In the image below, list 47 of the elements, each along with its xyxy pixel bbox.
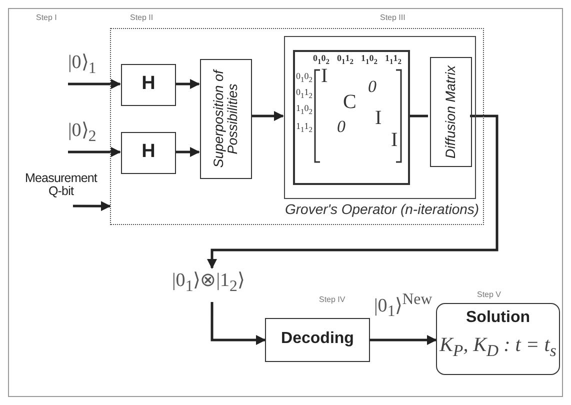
state-label: |0⟩$_{1}$ (68, 51, 96, 78)
matrix-index: 1$_{1}$0$_{2}$ (296, 104, 312, 116)
arrow (210, 302, 266, 345)
matrix-index: 1$_{1}$0$_{2}$ (361, 54, 378, 66)
arrow (370, 335, 437, 345)
matrix-index: 0$_{1}$0$_{2}$ (313, 54, 330, 66)
step-label: Step V (477, 290, 502, 299)
text-label: Measurement Q-bit (24, 172, 98, 198)
arrow (175, 79, 200, 90)
box-label: Superposition of Possibilities (210, 68, 240, 170)
arrow (72, 201, 111, 212)
matrix-entry: I (375, 108, 382, 128)
matrix-entry: 0 (368, 78, 376, 95)
gate-box (121, 132, 176, 174)
arrow (175, 146, 200, 157)
box-label: H (140, 73, 156, 95)
matrix-index: 1$_{1}$1$_{2}$ (385, 54, 402, 66)
process-box (200, 59, 252, 179)
gate-box (121, 64, 176, 106)
arrow (207, 114, 498, 269)
matrix-entry: I (321, 66, 328, 86)
matrix-index: 0$_{1}$1$_{2}$ (337, 54, 354, 66)
box-label: Solution (465, 309, 531, 327)
matrix-box (293, 50, 410, 185)
state-label: |0⟩$_{2}$ (68, 119, 96, 146)
matrix-index: 0$_{1}$0$_{2}$ (296, 72, 312, 84)
step-label: Step II (130, 13, 154, 22)
step-label: Step III (380, 13, 406, 22)
dotted-frame (110, 28, 484, 225)
box-label: Diffusion Matrix (442, 64, 458, 160)
formula-label: K$_{P}$, K$_{D}$ : t = t$_{s}$ (438, 334, 558, 361)
matrix-entry: 0 (337, 118, 346, 135)
arrow (68, 147, 121, 157)
arrow (251, 111, 284, 121)
connector-line (408, 114, 428, 118)
matrix-index: 0$_{1}$1$_{2}$ (296, 88, 312, 100)
operator-label: Grover's Operator (n-iterations) (285, 201, 480, 217)
step-label: Step IV (319, 295, 346, 304)
arrow (68, 79, 121, 89)
process-box (430, 57, 472, 167)
matrix-entry: I (391, 130, 398, 150)
state-label: |0$_{1}$⟩⊗|1$_{2}$⟩ (172, 269, 244, 296)
box-label: Decoding (280, 330, 355, 348)
matrix-entry: C (343, 92, 356, 112)
step-label: Step I (36, 13, 57, 22)
matrix-index: 1$_{1}$1$_{2}$ (296, 122, 312, 134)
box-label: H (140, 141, 156, 163)
